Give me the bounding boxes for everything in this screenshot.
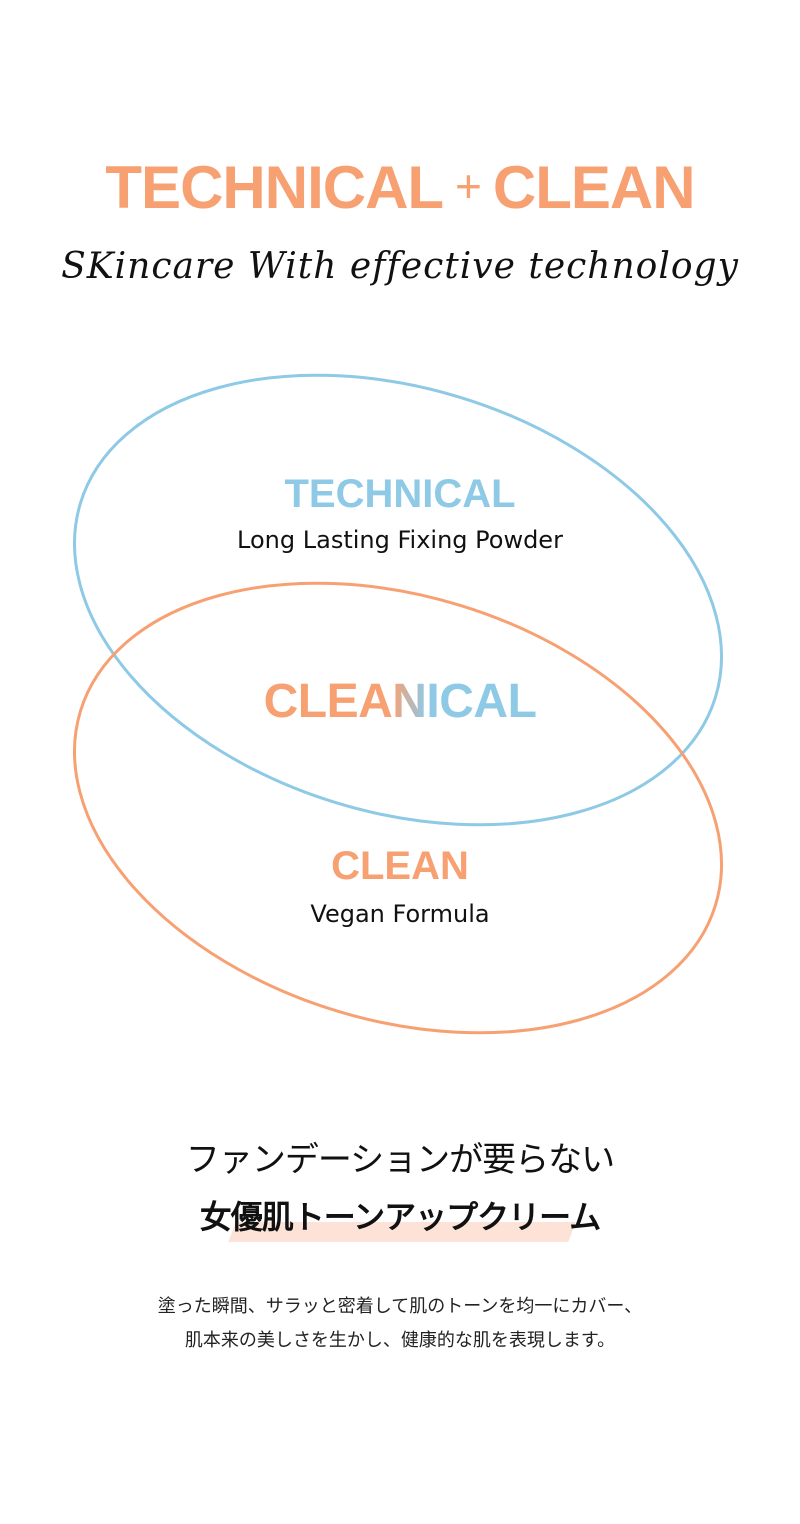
jp-heading: ファンデーションが要らない (185, 1140, 615, 1180)
jp-emphasis-block: 女優肌トーンアップクリーム (0, 1192, 800, 1252)
hero-subtitle: SKincare With effective technology (61, 246, 739, 287)
clean-description: Vegan Formula (310, 900, 490, 928)
technical-ellipse (73, 373, 723, 827)
cleanical-part-blend: N (392, 675, 427, 728)
technical-label: TECHNICAL (284, 472, 516, 516)
jp-emphasis-heading: 女優肌トーンアップクリーム (199, 1198, 601, 1236)
jp-body-line-1: 塗った瞬間、サラッと密着して肌のトーンを均一にカバー、 (157, 1296, 643, 1317)
cleanical-part-technical: ICAL (426, 675, 537, 728)
jp-body-text: 塗った瞬間、サラッと密着して肌のトーンを均一にカバー、 肌本来の美しさを生かし、… (0, 1290, 800, 1358)
clean-ellipse (73, 581, 723, 1035)
hero-title-plus: + (455, 160, 482, 212)
venn-diagram (73, 373, 723, 1035)
hero-title-technical: TECHNICAL (105, 154, 444, 221)
technical-description: Long Lasting Fixing Powder (237, 526, 563, 554)
hero-title-clean: CLEAN (492, 154, 696, 221)
jp-body-line-2: 肌本来の美しさを生かし、健康的な肌を表現します。 (184, 1330, 616, 1351)
cleanical-part-clean: CLEA (263, 675, 393, 728)
hero-title: TECHNICAL+CLEAN (0, 150, 800, 224)
cleanical-label: CLEANICAL (0, 674, 800, 729)
clean-label: CLEAN (331, 844, 469, 888)
